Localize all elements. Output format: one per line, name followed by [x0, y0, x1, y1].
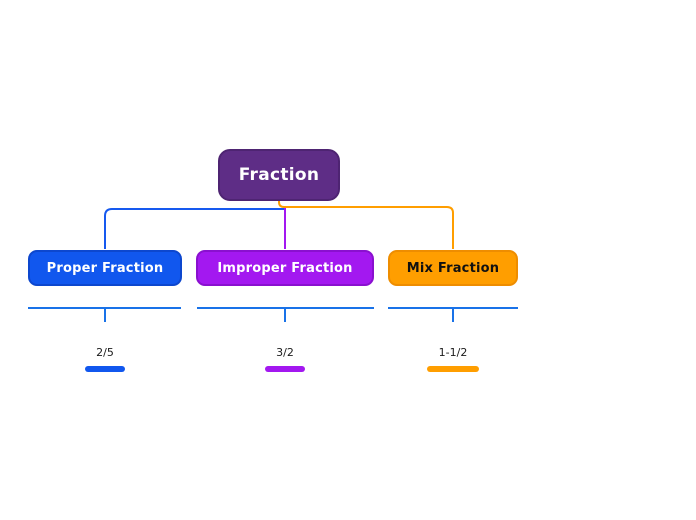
connector-proper-fraction: [104, 208, 285, 249]
example-underline-proper-fraction: [85, 366, 125, 372]
branch-node-label: Improper Fraction: [217, 260, 353, 276]
branch-node-label: Proper Fraction: [46, 260, 164, 276]
example-underline-mix-fraction: [427, 366, 479, 372]
example-topic-mix-fraction[interactable]: 1-1/2: [438, 346, 468, 359]
example-topic-proper-fraction[interactable]: 2/5: [96, 346, 114, 359]
connector-mix-fraction: [278, 200, 454, 249]
boundary-line-proper: [28, 307, 181, 322]
boundary-line-improper: [197, 307, 374, 322]
example-underline-improper-fraction: [265, 366, 305, 372]
root-node-label: Fraction: [238, 165, 320, 185]
branch-node-improper-fraction[interactable]: Improper Fraction: [196, 250, 374, 286]
example-topic-improper-fraction[interactable]: 3/2: [276, 346, 294, 359]
branch-node-mix-fraction[interactable]: Mix Fraction: [388, 250, 518, 286]
root-node-fraction[interactable]: Fraction: [218, 149, 340, 201]
boundary-line-mix: [388, 307, 518, 322]
branch-node-proper-fraction[interactable]: Proper Fraction: [28, 250, 182, 286]
branch-node-label: Mix Fraction: [406, 260, 500, 276]
